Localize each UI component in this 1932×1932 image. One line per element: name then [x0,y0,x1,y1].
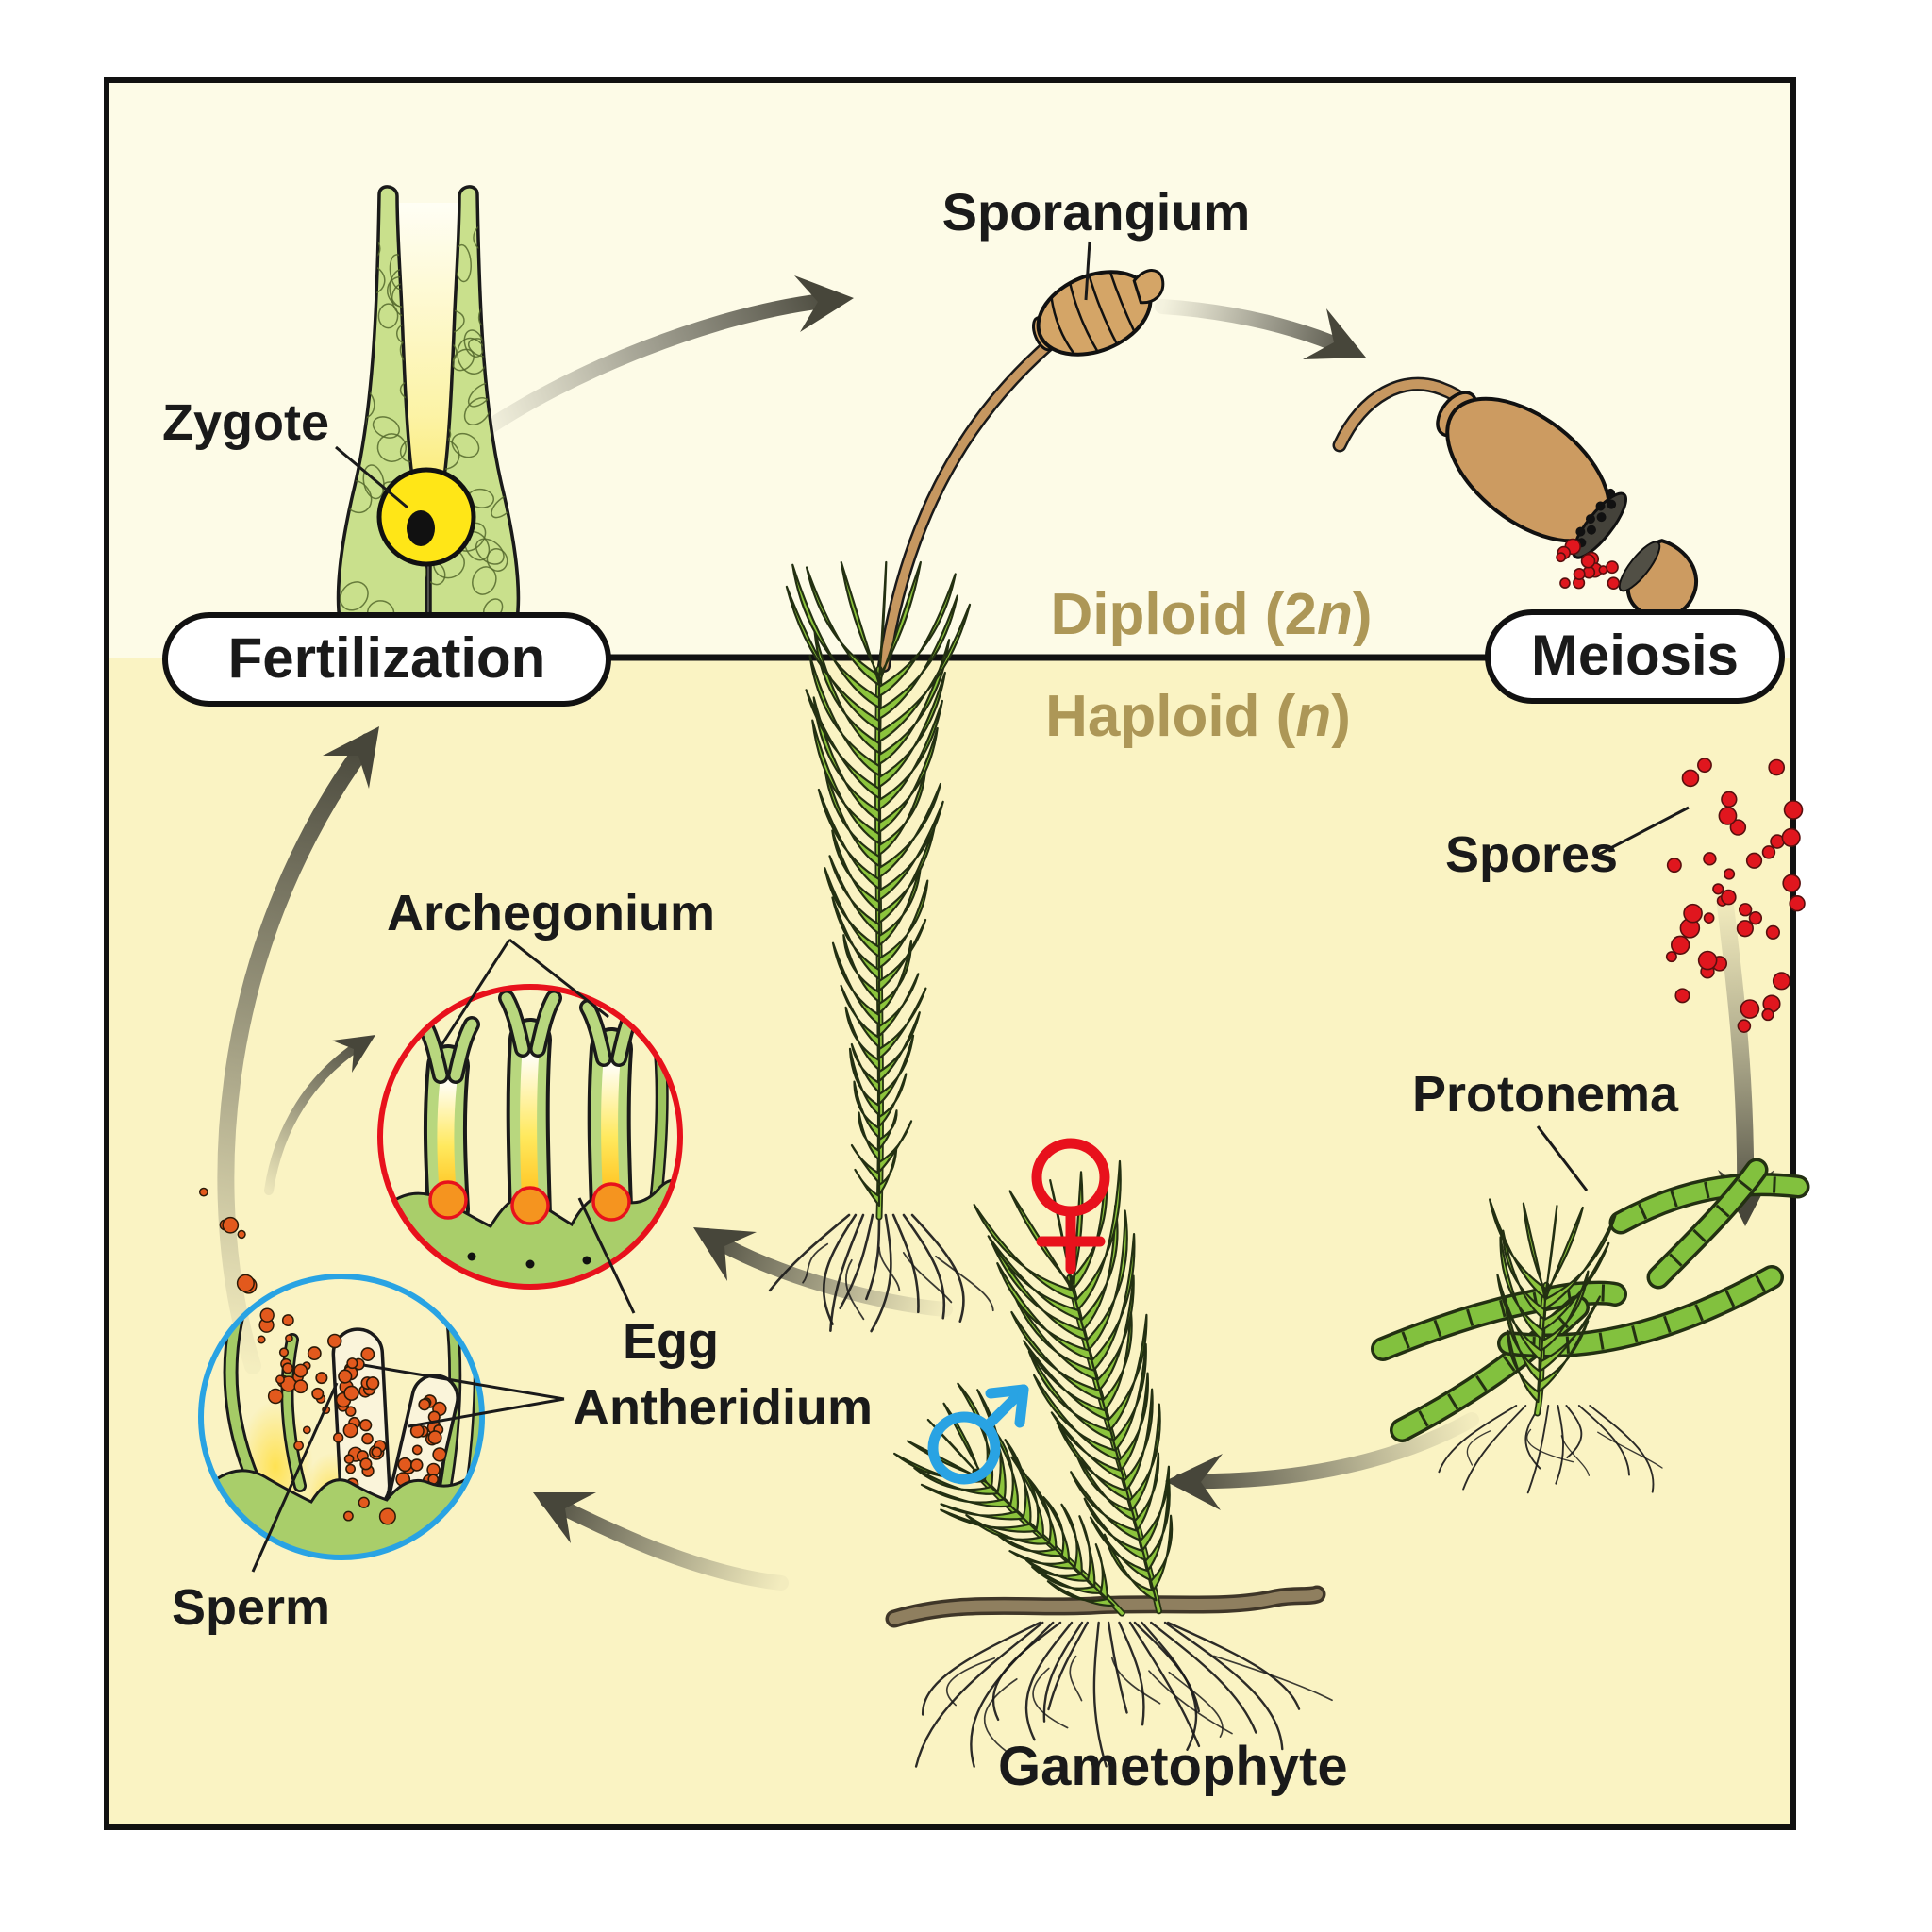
antheridium-sac [331,1327,391,1512]
gametophyte-rhizoids [914,1621,1333,1768]
arrow-sperm-to-fertilization [217,733,376,1374]
capsule-rib [1050,297,1075,355]
zygote-nucleus [407,510,435,546]
bud-rhizoids [1438,1405,1663,1494]
antheridium-label: Antheridium [573,1379,873,1436]
antheridium-pointer [408,1397,565,1428]
arrowhead [332,1035,375,1073]
antheridium-pointer [362,1363,565,1401]
meiosis-label: Meiosis [1531,624,1739,687]
haploid-background [107,658,1793,1827]
sperm-label: Sperm [172,1579,330,1636]
arrowhead [794,275,854,332]
archegonium-circle-outline [377,984,683,1290]
arrow-sporangium-to-capsule [1155,299,1358,358]
capsule-rib [1109,273,1136,332]
gametophyte-bud [1489,1198,1617,1417]
border [104,77,1796,1830]
haploid-label: Haploid (n) [1045,684,1351,749]
sporangium-pointer [1084,241,1091,301]
archegonium-label: Archegonium [387,885,715,941]
female-symbol-icon [1031,1138,1110,1274]
central-moss-rhizoids [768,1213,994,1333]
arrowhead [1303,308,1366,359]
protonema-label: Protonema [1412,1066,1679,1123]
arrow-spores-to-protonema [1716,890,1755,1216]
egg-cell [428,1180,468,1220]
diagram-frame [104,77,1796,1830]
arrow-zygote-to-sporangium [469,292,840,443]
male-symbol-icon [927,1384,1029,1485]
egg-label: Egg [623,1313,719,1370]
gametophyte-label: Gametophyte [998,1736,1348,1797]
mound-dot [525,1259,535,1269]
cycle-arrows [217,275,1774,1591]
capsule-rib [1088,275,1118,344]
sporangium-capsule [1031,269,1165,357]
fertilization-pill: Fertilization [162,612,611,707]
sperm-trail [198,1187,396,1525]
arrow-male-to-antheridium [540,1492,789,1591]
released-spores [1556,538,1621,590]
seta [879,335,1059,671]
capsule-rib [1069,283,1099,353]
egg-cell [510,1186,550,1225]
central-moss-shoot [785,560,972,1221]
spore-release-illustration [1332,376,1699,619]
pointer-lines [251,241,1690,1573]
arrowhead [693,1227,757,1281]
sperm-pointer [251,1382,339,1573]
antheridium-circle-outline [198,1274,485,1560]
substrate [889,1589,1323,1624]
mound-dot [467,1252,476,1261]
operculum-underside [1618,541,1661,592]
zygote-illustration [336,185,521,640]
fertilization-pill-shape [162,612,611,707]
antheridium-detail [198,1274,485,1560]
fertilization-label: Fertilization [228,626,546,690]
protonema-pointer [1536,1125,1589,1191]
spores-label: Spores [1445,826,1618,883]
egg-pointer [577,1197,636,1314]
sperm-mass [335,1347,387,1507]
arrow-sperm-to-archegonium [264,1038,368,1195]
meiosis-pill: Meiosis [1485,609,1785,704]
capsule-beak [1132,269,1165,305]
archegonium-detail [377,984,683,1290]
archegonium-pointer [440,939,511,1046]
diploid-label: Diploid (2n) [1051,582,1373,647]
sporangium-label: Sporangium [942,182,1251,242]
arrow-protonema-to-gametophyte [1174,1412,1479,1490]
archegonium-contents [380,990,680,1287]
arrowhead [323,726,379,789]
archegonium-pointer [508,938,609,1019]
zygote-pointer [335,445,408,509]
arrowhead [1165,1454,1223,1510]
sporophyte-illustration [877,269,1165,673]
meiosis-pill-shape [1485,609,1785,704]
mound-dot [582,1256,591,1265]
spore-cluster [1665,758,1806,1033]
zygote-label: Zygote [162,394,329,451]
spores-pointer [1597,806,1690,857]
egg-cell [591,1182,631,1222]
arrowhead [533,1492,596,1543]
archegonium-canal [397,203,459,528]
